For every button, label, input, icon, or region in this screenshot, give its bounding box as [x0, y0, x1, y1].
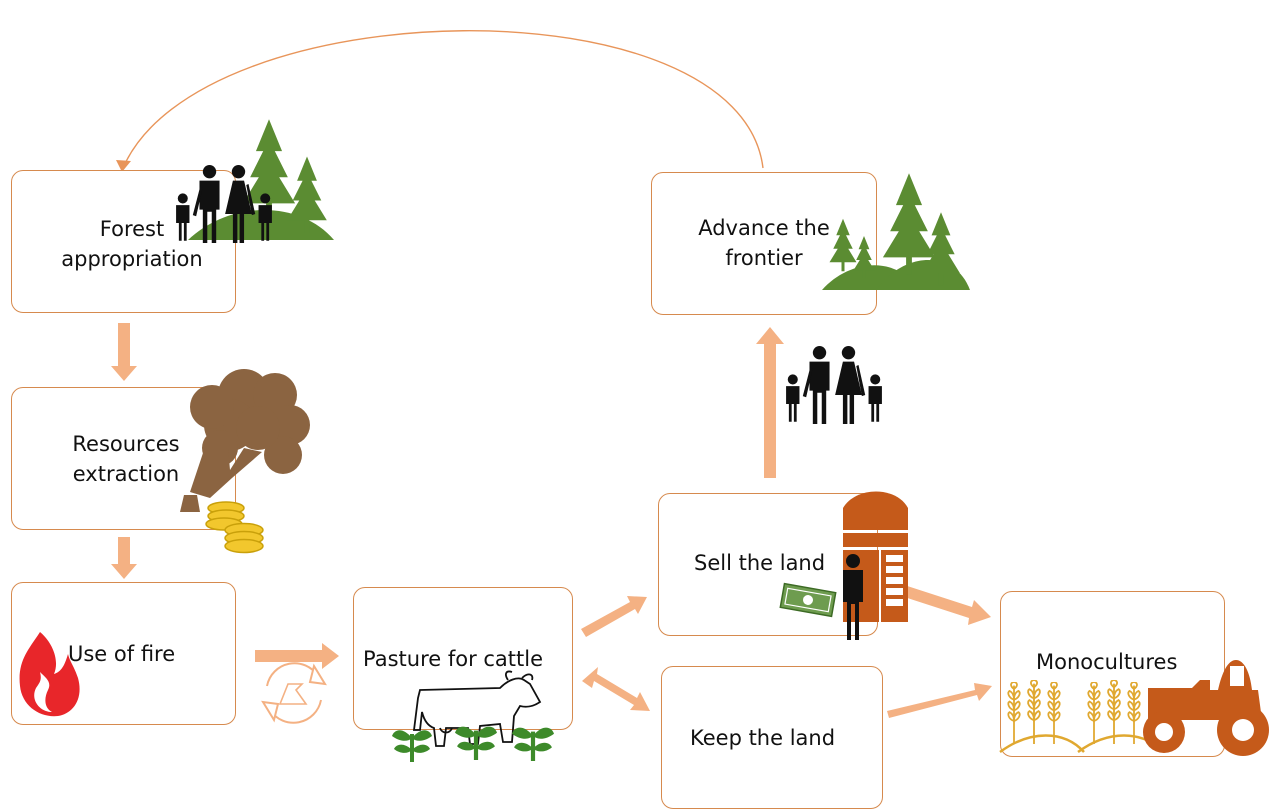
family-icon	[786, 346, 882, 424]
person-icon	[843, 554, 863, 640]
label-resources-extraction-line1: Resources	[72, 432, 180, 456]
label-keep-the-land: Keep the land	[690, 726, 836, 750]
label-pasture-for-cattle: Pasture for cattle	[363, 647, 544, 671]
label-forest-appropriation-line1: Forest	[99, 217, 165, 241]
flow-arrows	[111, 323, 992, 718]
pine-trees-icon	[822, 173, 970, 290]
label-use-of-fire: Use of fire	[68, 642, 176, 666]
loop-arrow-head	[116, 160, 131, 172]
label-forest-appropriation-line2: appropriation	[61, 247, 203, 271]
step-box-monocultures	[1000, 591, 1225, 757]
step-box-keep-the-land	[661, 666, 883, 809]
label-sell-the-land: Sell the land	[694, 551, 826, 575]
label-forest-appropriation: Forest appropriation	[52, 214, 212, 274]
label-resources-extraction: Resources extraction	[46, 429, 206, 489]
step-box-pasture-for-cattle	[353, 587, 573, 730]
arrow-pasture-to-sell	[581, 596, 647, 637]
arrow-sell-to-advance	[756, 327, 784, 478]
fire-icon	[19, 632, 80, 717]
tree-stump-icon	[180, 369, 310, 512]
arrow-fire-to-pasture	[255, 643, 339, 669]
step-box-sell-the-land	[658, 493, 878, 636]
arrow-sell-to-monocultures	[895, 583, 991, 625]
wheat-icon	[999, 680, 1165, 754]
arrow-pasture-keep	[582, 667, 650, 711]
label-advance-the-frontier: Advance the frontier	[684, 213, 844, 273]
tractor-icon	[1143, 660, 1269, 756]
pine-trees-icon	[188, 119, 334, 240]
cow-icon	[412, 670, 542, 747]
recycle-icon	[261, 662, 327, 724]
coins-icon	[205, 501, 264, 554]
arrow-keep-to-monocultures	[887, 683, 992, 718]
cash-icon	[779, 582, 837, 618]
label-advance-the-frontier-line2: frontier	[725, 246, 803, 270]
arrow-resources-to-fire	[111, 537, 137, 579]
arrow-forest-to-resources	[111, 323, 137, 381]
label-resources-extraction-line2: extraction	[72, 462, 180, 486]
label-monocultures: Monocultures	[1036, 650, 1178, 674]
loop-arrow	[122, 30, 764, 169]
label-advance-the-frontier-line1: Advance the	[698, 216, 830, 240]
